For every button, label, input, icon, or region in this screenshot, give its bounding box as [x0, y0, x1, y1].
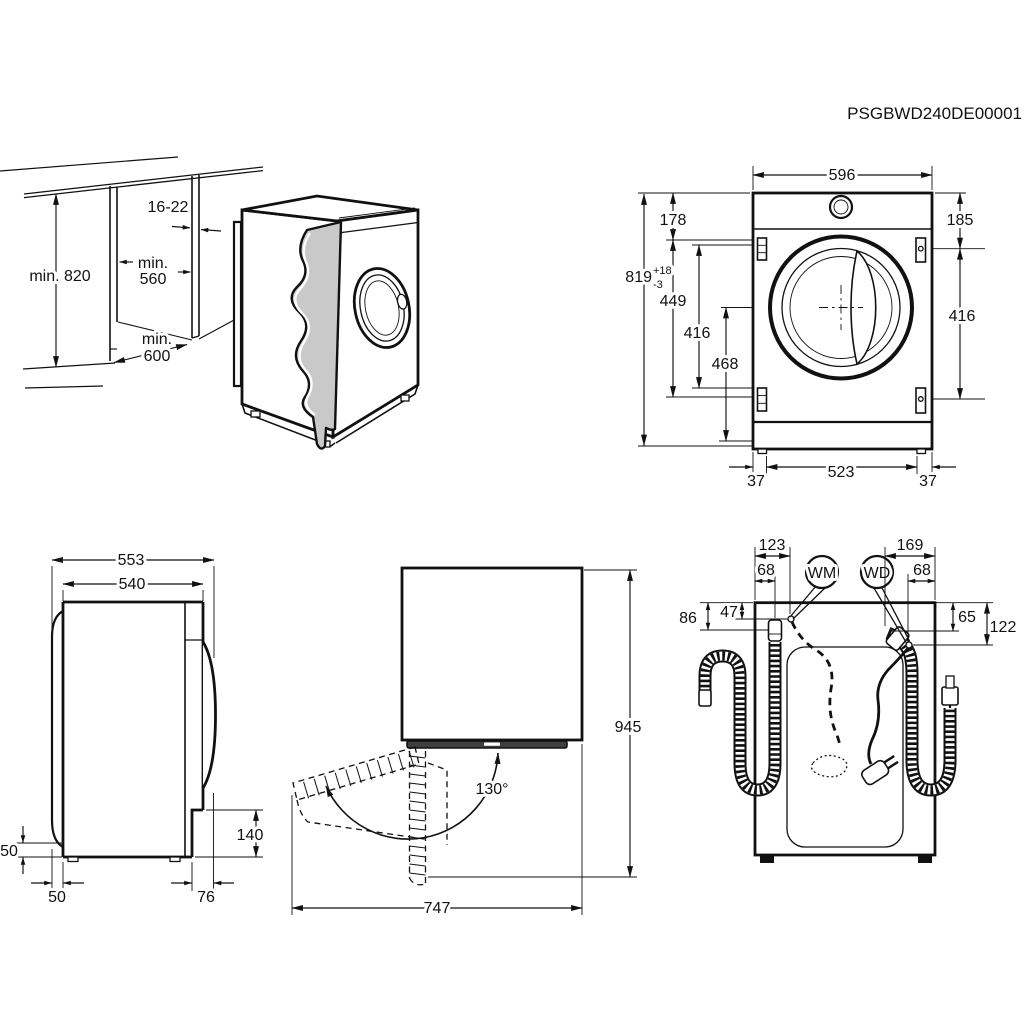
side-body	[61, 600, 203, 859]
counter-front-edge	[23, 166, 264, 195]
rear-68-left-label: 68	[757, 562, 775, 579]
niche-floor-edge	[117, 321, 193, 341]
top-body	[400, 566, 584, 742]
control-panel-edge	[337, 221, 419, 234]
rear-47-label: 47	[720, 604, 738, 621]
wd-label: WD	[864, 565, 891, 582]
rear-bulge	[50, 610, 64, 848]
foot	[918, 855, 932, 863]
door-open-90	[408, 751, 448, 886]
foot	[250, 410, 261, 418]
hinge-bottom	[756, 387, 768, 412]
floor-line	[22, 362, 116, 370]
top-angle-label: 130°	[475, 781, 508, 798]
rear-122-label: 122	[990, 619, 1017, 636]
view-machine-3d	[232, 194, 420, 450]
rear-123-label: 123	[759, 537, 786, 554]
front-height-minus: -3	[653, 279, 663, 291]
niche-thickness-label: 16-22	[148, 199, 189, 216]
mounting-bracket-top	[915, 237, 927, 263]
view-niche: min. 820 16-22 min. 560 min. 600	[0, 156, 264, 389]
product-code: PSGBWD240DE00001	[847, 104, 1022, 123]
door-3d	[352, 267, 412, 349]
niche-width-min: min.	[142, 331, 172, 348]
door-handle	[484, 742, 500, 746]
wm-cable-coil	[810, 754, 848, 778]
niche-depth-min: min.	[138, 255, 168, 272]
foot	[400, 394, 410, 402]
front-416-right-label: 416	[949, 308, 976, 325]
wm-label: WM	[808, 565, 836, 582]
rear-panel	[786, 646, 904, 848]
door-swing-arc	[325, 752, 501, 840]
machine-base	[241, 403, 336, 447]
door-center-crosshair	[819, 285, 863, 330]
side-553-label: 553	[118, 552, 145, 569]
drain-hose	[698, 619, 783, 797]
front-37-right-label: 37	[919, 473, 937, 490]
niche-depth-value: 560	[140, 271, 167, 288]
inlet-hose-tip	[945, 675, 955, 689]
foot	[67, 856, 79, 863]
foot	[916, 448, 927, 455]
view-front: 596 178 449 819 +18 -3 416 468 185 416 3…	[622, 164, 985, 493]
side-76-label: 76	[197, 889, 215, 906]
counter-back-edge	[0, 156, 179, 172]
front-37-left-label: 37	[747, 473, 765, 490]
foot	[757, 448, 768, 455]
rear-65-label: 65	[958, 609, 976, 626]
door-handle-recess	[850, 249, 877, 366]
wm-bubble	[804, 554, 840, 590]
mounting-bracket-bottom	[915, 387, 927, 414]
front-height-plus: +18	[653, 265, 672, 277]
front-width-label: 596	[829, 167, 856, 184]
front-523-label: 523	[828, 464, 855, 481]
top-945-label: 945	[615, 719, 642, 736]
drain-hose-end	[698, 689, 712, 707]
side-540-label: 540	[119, 576, 146, 593]
side-140-label: 140	[237, 827, 264, 844]
view-rear: WM WD 123 68 169 68 86 47 65 122	[676, 534, 1019, 863]
wd-cable	[867, 646, 911, 765]
torn-furniture-panel	[290, 220, 343, 450]
view-top: 130° 945 747	[291, 566, 644, 920]
hinge-top	[756, 237, 768, 261]
inlet-hose-nut	[941, 686, 959, 706]
front-468-label: 468	[712, 356, 739, 373]
rear-86-label: 86	[679, 610, 697, 627]
front-178-label: 178	[660, 212, 687, 229]
wm-leader	[789, 585, 827, 620]
foot	[169, 856, 181, 863]
door-handle-3d	[396, 293, 408, 310]
side-50v-label: 50	[0, 843, 18, 860]
front-185-label: 185	[947, 212, 974, 229]
rear-68-right-label: 68	[913, 562, 931, 579]
side-50h-label: 50	[48, 889, 66, 906]
front-notch	[190, 808, 203, 857]
dim-niche-width	[113, 343, 188, 364]
wd-connection-point	[905, 641, 913, 649]
niche-width-value: 600	[144, 348, 171, 365]
top-747-label: 747	[424, 900, 451, 917]
front-449-label: 449	[660, 293, 687, 310]
door-bulge	[201, 641, 217, 789]
foot	[760, 855, 774, 863]
front-height-label: 819	[625, 269, 652, 286]
niche-height-label: min. 820	[29, 268, 90, 285]
front-416-left-label: 416	[684, 325, 711, 342]
drain-hose-clip	[767, 619, 783, 642]
view-side: 553 540 50 50 76 140	[0, 549, 266, 909]
rear-169-label: 169	[897, 537, 924, 554]
detergent-knob	[828, 194, 854, 220]
mounting-rail	[232, 220, 243, 388]
power-plug	[861, 754, 899, 786]
wm-cable	[790, 621, 843, 749]
wd-leader	[871, 585, 911, 644]
